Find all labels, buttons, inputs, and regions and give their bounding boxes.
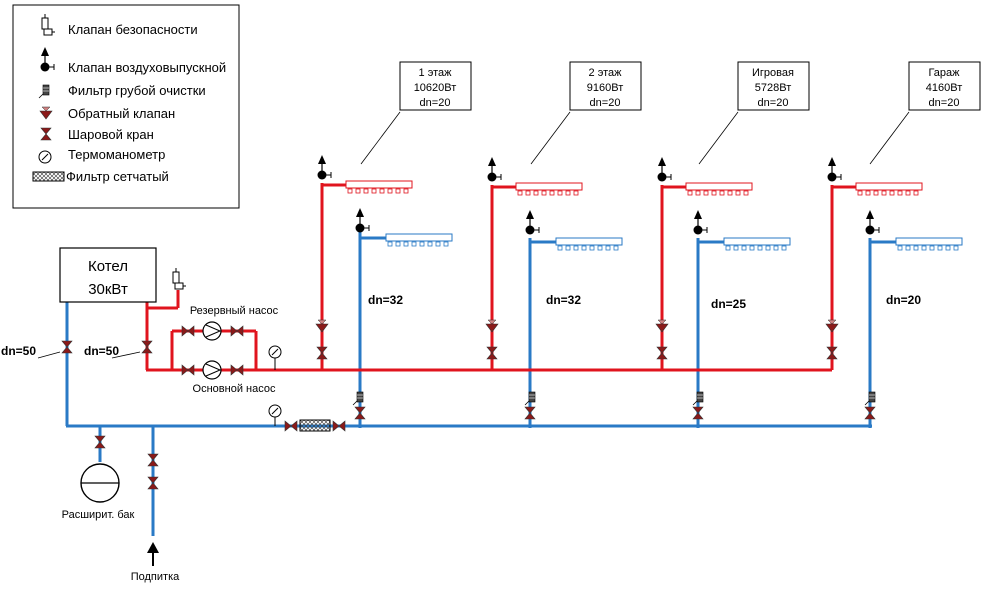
thermomanometer-icon [268,404,282,418]
thermomanometer-icon [268,345,282,359]
branch-power: 10620Вт [414,82,457,94]
legend: Клапан безопасности Клапан воздуховыпуск… [12,4,240,209]
pump-icon [202,321,222,341]
air-vent-valve-icon [316,154,332,181]
legend-label-air-vent: Клапан воздуховыпускной [68,60,226,75]
check-valve-icon [825,319,839,333]
ball-valve-icon [181,364,195,376]
ball-valve-icon [230,364,244,376]
mesh-filter-icon [32,171,65,182]
riser-dn-label: dn=25 [711,297,746,311]
ball-valve-icon [692,406,704,420]
ball-valve-icon [230,325,244,337]
check-valve-icon [315,319,329,333]
branch-info-box [399,61,472,111]
supply-piping [145,183,856,372]
reserve-pump-label: Резервный насос [190,305,279,317]
legend-label-safety-valve: Клапан безопасности [68,22,198,37]
ball-valve-icon [656,346,668,360]
ball-valve-icon [147,453,159,467]
return-main-dn-label: dn=50 [1,344,36,358]
riser-dn-label: dn=20 [886,293,921,307]
legend-label-check-valve: Обратный клапан [68,106,175,121]
check-valve-icon [655,319,669,333]
riser-dn-label: dn=32 [368,293,403,307]
supply-main-ball-valve-icon [141,340,153,354]
boiler-power: 30кВт [88,281,128,298]
reserve-pump: Резервный насос [181,305,279,341]
return-radiator-manifold [385,233,453,247]
branch-info-box [737,61,810,111]
supply-main-dn-label: dn=50 [84,344,119,358]
return-main-ball-valve-icon [61,340,73,354]
ball-valve-icon [181,325,195,337]
branch-dn: dn=20 [758,97,789,109]
branch-3: Игровая 5728Вт dn=20 dn=25 [655,61,810,420]
ball-valve-icon [147,476,159,490]
branch-dn: dn=20 [420,97,451,109]
air-vent-valve-icon [354,207,370,234]
return-main-leader [37,351,61,359]
boiler: Котел 30кВт [59,247,157,303]
branch-dn: dn=20 [929,97,960,109]
supply-radiator-manifold [685,182,753,196]
mesh-filter-icon [299,419,331,432]
ball-valve-icon [316,346,328,360]
legend-label-mesh-filter: Фильтр сетчатый [66,169,169,184]
safety-valve-icon [41,14,55,36]
branch-power: 9160Вт [587,82,623,94]
air-vent-valve-icon [486,156,502,183]
air-vent-valve-icon [826,156,842,183]
makeup-arrow-icon [147,542,159,566]
branch-2: 2 этаж 9160Вт dn=20 dn=32 [485,61,642,420]
ball-valve-icon [826,346,838,360]
branch-name: 1 этаж [419,67,453,79]
ball-valve-icon [94,435,106,449]
air-vent-valve-icon [692,209,708,236]
boiler-title: Котел [88,258,128,275]
branch-4: Гараж 4160Вт dn=20 dn=20 [825,61,981,420]
safety-valve-icon [172,268,186,290]
makeup-label: Подпитка [131,571,180,583]
legend-label-thermomanometer: Термоманометр [68,147,165,162]
branch-info-box [569,61,642,111]
riser-dn-label: dn=32 [546,293,581,307]
branch-power: 4160Вт [926,82,962,94]
supply-radiator-manifold [515,182,583,196]
branch-name: 2 этаж [589,67,623,79]
legend-label-ball-valve: Шаровой кран [68,127,154,142]
supply-radiator-manifold [855,182,923,196]
pump-icon [202,360,222,380]
legend-label-coarse-filter: Фильтр грубой очистки [68,83,206,98]
branch-power: 5728Вт [755,82,791,94]
branch-name: Гараж [928,67,960,79]
return-radiator-manifold [555,237,623,251]
branch-dn: dn=20 [590,97,621,109]
branch-info-box [908,61,981,111]
return-radiator-manifold [895,237,963,251]
return-piping [65,226,896,536]
return-radiator-manifold [723,237,791,251]
check-valve-icon [485,319,499,333]
main-pump-label: Основной насос [193,383,276,395]
expansion-tank [80,463,120,503]
ball-valve-icon [284,420,298,432]
air-vent-valve-icon [524,209,540,236]
branch-1: 1 этаж 10620Вт dn=20 dn=32 [315,61,472,420]
ball-valve-icon [486,346,498,360]
ball-valve-icon [354,406,366,420]
air-vent-valve-icon [864,209,880,236]
supply-main-leader [111,351,141,359]
ball-valve-icon [524,406,536,420]
branch-name: Игровая [752,67,794,79]
expansion-tank-label: Расширит. бак [62,509,135,521]
ball-valve-icon [332,420,346,432]
thermomanometer-icon [38,150,52,164]
air-vent-valve-icon [656,156,672,183]
supply-radiator-manifold [345,180,413,194]
ball-valve-icon [864,406,876,420]
main-pump: Основной насос [181,360,276,395]
